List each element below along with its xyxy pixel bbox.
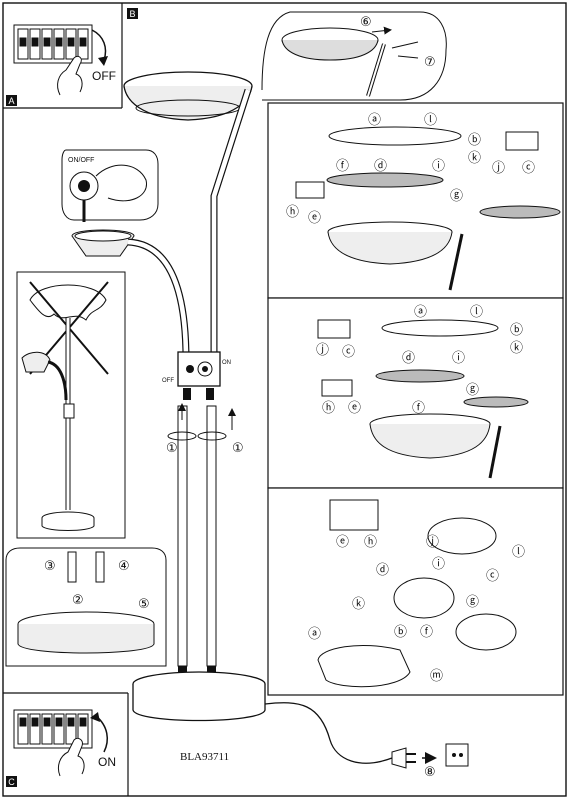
panel3-e: ⓔ: [336, 534, 349, 549]
panel3-h: ⓗ: [364, 534, 377, 549]
panel1-a: ⓐ: [368, 112, 381, 127]
panel3-a: ⓐ: [308, 626, 321, 641]
panel1-g: ⓖ: [450, 188, 463, 203]
panel1-d: ⓓ: [374, 158, 387, 173]
panel2-h: ⓗ: [322, 400, 335, 415]
disassembly-panel-2: ⓐ ⓛ ⓑ ⓚ ⓙ ⓒ ⓓ ⓘ ⓖ ⓗ ⓔ ⓕ: [316, 304, 529, 479]
step-5-label: ⑤: [138, 596, 150, 611]
panel3-m: ⓜ: [430, 668, 443, 683]
panel2-j: ⓙ: [316, 342, 329, 357]
panel3-b: ⓑ: [394, 624, 407, 639]
arrow-down-icon: [91, 29, 107, 61]
panel2-k: ⓚ: [510, 340, 523, 355]
step-1-left-label: ①: [166, 440, 178, 455]
step-4-label: ④: [118, 558, 130, 573]
panel3-k: ⓚ: [352, 596, 365, 611]
breaker-on-panel: ON: [13, 709, 116, 777]
panel2-i: ⓘ: [452, 350, 465, 365]
panel2-e: ⓔ: [348, 400, 361, 415]
model-code: BLA93711: [180, 751, 229, 763]
panel2-l: ⓛ: [470, 304, 483, 319]
breaker-switches-off: [17, 28, 89, 60]
step-1-right-label: ①: [232, 440, 244, 455]
panel1-b: ⓑ: [468, 132, 481, 147]
step-6-label: ⑥: [360, 14, 372, 29]
floor-lamp-illustration: OFF ON ⑧ ① ①: [71, 71, 469, 779]
socket-icon: [445, 743, 469, 767]
step-3-label: ③: [44, 558, 56, 573]
arrow-up-icon: [95, 715, 109, 753]
svg-text:A: A: [8, 96, 14, 106]
step-7-label: ⑦: [424, 54, 436, 69]
panel3-j: ⓙ: [426, 534, 439, 549]
panel2-g: ⓖ: [466, 382, 479, 397]
step-2-label: ②: [72, 592, 84, 607]
svg-text:C: C: [8, 777, 15, 787]
corner-tag-b: B: [127, 8, 138, 19]
disassembly-panel-1: ⓐ ⓛ ⓑ ⓚ ⓕ ⓓ ⓘ ⓙ ⓒ ⓖ ⓗ ⓔ: [286, 112, 561, 291]
panel1-k: ⓚ: [468, 150, 481, 165]
panel1-j: ⓙ: [492, 160, 505, 175]
disassembly-panel-3: ⓔ ⓗ ⓙ ⓛ ⓓ ⓘ ⓒ ⓚ ⓖ ⓑ ⓕ ⓐ ⓜ: [308, 499, 525, 688]
panel1-h: ⓗ: [286, 204, 299, 219]
on-off-label: ON/OFF: [68, 157, 94, 164]
breaker-off-label: OFF: [92, 69, 116, 83]
panel2-f: ⓕ: [412, 400, 425, 415]
panel1-e: ⓔ: [308, 210, 321, 225]
panel3-i: ⓘ: [432, 556, 445, 571]
dimmer-on-label: ON: [222, 360, 231, 366]
shade-removal-inset: ⑥ ⑦: [261, 11, 447, 101]
panel3-c: ⓒ: [486, 568, 499, 583]
on-off-inset: ON/OFF: [61, 149, 159, 222]
corner-tag-c: C: [6, 776, 17, 787]
panel1-l: ⓛ: [424, 112, 437, 127]
panel3-d: ⓓ: [376, 562, 389, 577]
panel2-b: ⓑ: [510, 322, 523, 337]
dimmer-off-label: OFF: [162, 378, 174, 384]
panel1-i: ⓘ: [432, 158, 445, 173]
wrong-assembly-inset: [16, 271, 126, 539]
panel3-f: ⓕ: [420, 624, 433, 639]
panel3-l: ⓛ: [512, 544, 525, 559]
panel2-c: ⓒ: [342, 344, 355, 359]
panel2-a: ⓐ: [414, 304, 427, 319]
corner-tag-a: A: [6, 95, 17, 106]
hand-icon: [57, 55, 83, 96]
panel2-d: ⓓ: [402, 350, 415, 365]
svg-text:B: B: [129, 9, 135, 19]
breaker-on-label: ON: [98, 755, 116, 769]
base-assembly-inset: ③ ④ ② ⑤: [5, 547, 167, 667]
hand-on-icon: [57, 737, 85, 777]
panel1-f: ⓕ: [336, 158, 349, 173]
panel1-c: ⓒ: [522, 160, 535, 175]
breaker-off-panel: OFF: [13, 24, 116, 96]
step-8-label: ⑧: [424, 764, 436, 779]
panel3-g: ⓖ: [466, 594, 479, 609]
